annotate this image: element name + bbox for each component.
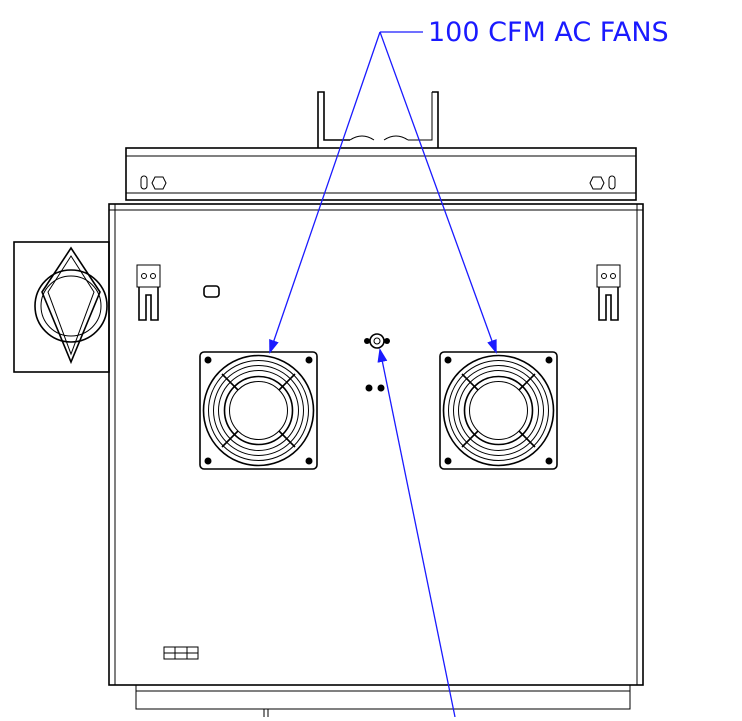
top-rail bbox=[125, 147, 637, 201]
fan-left bbox=[199, 351, 318, 470]
rail-hole-right bbox=[589, 175, 616, 190]
fans-callout: 100 CFM AC FANS bbox=[269, 17, 669, 354]
indicator-dot-right bbox=[377, 384, 385, 392]
enclosure-body bbox=[108, 203, 644, 717]
side-conduit-fitting bbox=[13, 241, 110, 373]
label-plate bbox=[163, 646, 199, 660]
right-mount-tab bbox=[596, 264, 621, 321]
center-fitting bbox=[364, 333, 390, 349]
fan-right bbox=[439, 351, 558, 470]
indicator-dot-left bbox=[365, 384, 373, 392]
fans-callout-label: 100 CFM AC FANS bbox=[428, 17, 669, 48]
top-mounting-bracket bbox=[317, 91, 439, 148]
fitting-callout-leader bbox=[377, 348, 456, 718]
fans-callout-leader-right bbox=[379, 31, 497, 354]
rail-hole-left bbox=[140, 175, 167, 190]
left-mount-tab bbox=[136, 264, 161, 321]
fans-callout-leader-left bbox=[269, 31, 381, 354]
small-knockout bbox=[203, 285, 220, 298]
